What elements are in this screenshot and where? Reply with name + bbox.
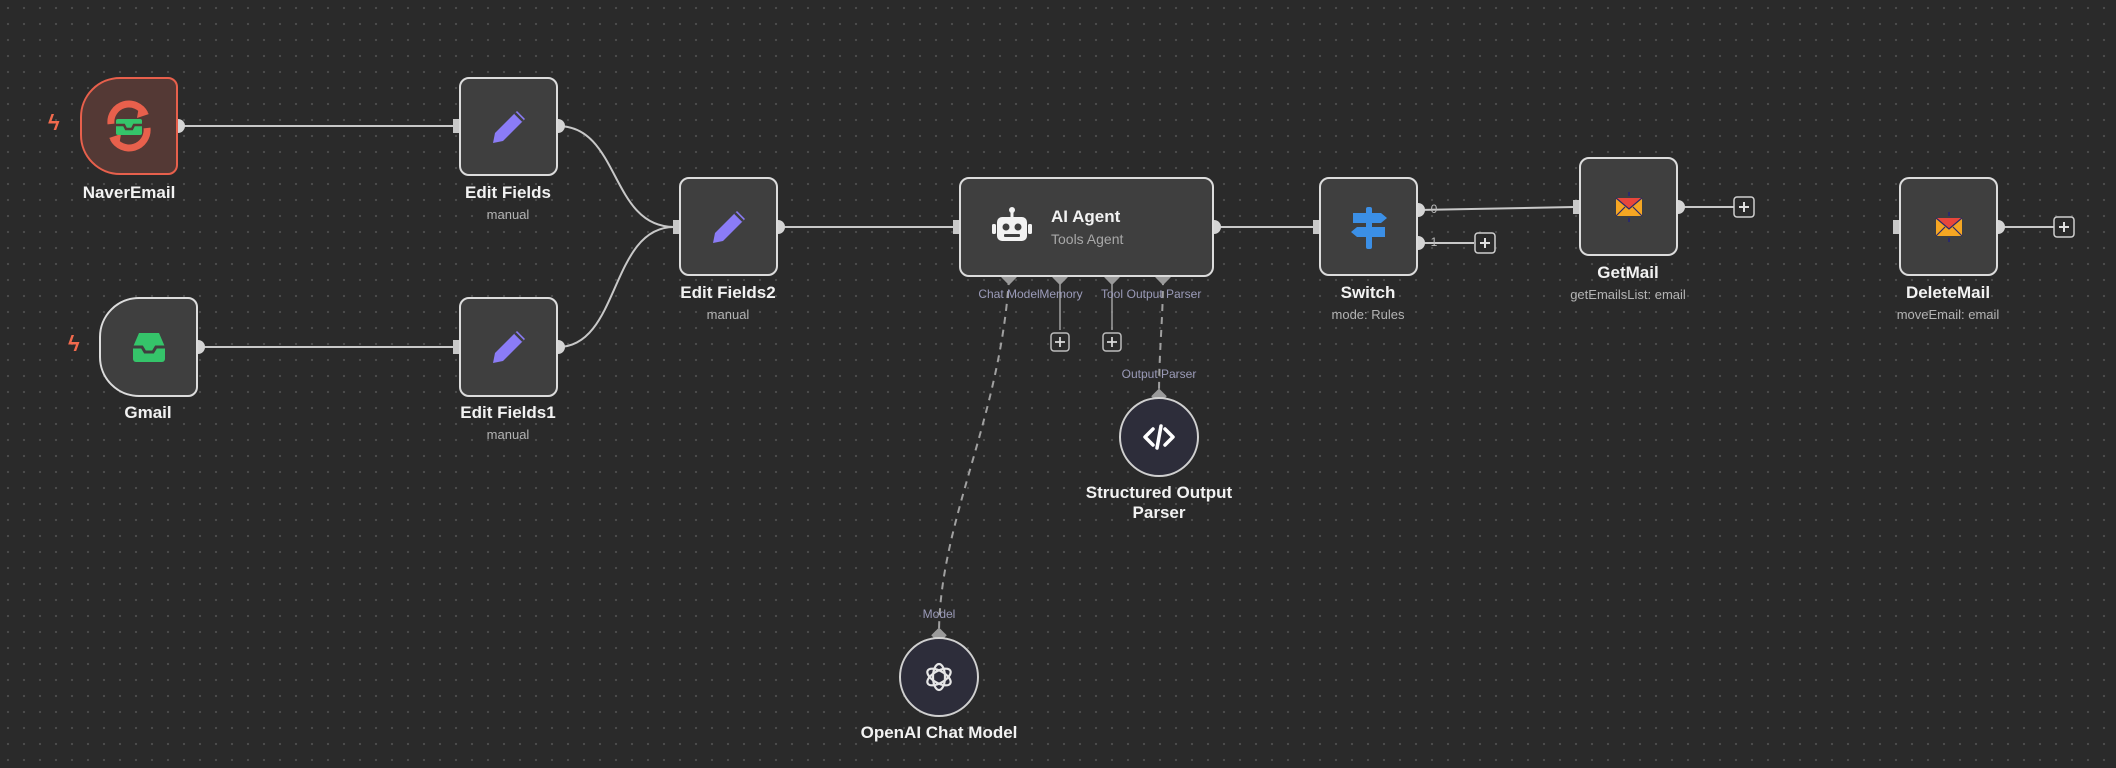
node-edit-fields1[interactable]: [459, 297, 558, 397]
email-sync-icon: [107, 100, 151, 152]
edge-editfields1-editfields2[interactable]: [557, 226, 675, 348]
add-node-button-getmail[interactable]: [1733, 196, 1755, 218]
node-delete-mail-title: DeleteMail: [1905, 283, 1991, 302]
node-edit-fields2-subtitle: manual: [706, 307, 750, 322]
node-gmail[interactable]: [99, 297, 198, 397]
pencil-icon: [492, 110, 525, 143]
node-edit-fields-subtitle: manual: [486, 207, 530, 222]
node-gmail-title: Gmail: [124, 403, 172, 422]
openai-icon: [926, 662, 952, 692]
switch-output-1-label: 1: [1430, 235, 1438, 249]
trigger-lightning-icon: ϟ: [48, 110, 60, 135]
port-output-parser-label: Output Parser: [1126, 287, 1202, 301]
port-tool-label: Tool: [1100, 287, 1124, 301]
node-get-mail-title: GetMail: [1597, 263, 1659, 282]
add-tool-button[interactable]: [1102, 332, 1122, 352]
pencil-icon: [712, 210, 745, 243]
port-chat-model-label: Chat Model: [978, 287, 1040, 301]
node-structured-output-parser[interactable]: [1119, 397, 1199, 477]
node-naver-email[interactable]: [80, 77, 178, 175]
inbox-icon: [132, 333, 165, 362]
node-ai-agent-title: AI Agent: [1051, 207, 1121, 226]
node-delete-mail-subtitle: moveEmail: email: [1896, 307, 2000, 322]
node-structured-output-parser-title: Structured Output Parser: [1085, 483, 1233, 522]
pencil-icon: [492, 331, 525, 363]
node-edit-fields1-subtitle: manual: [486, 427, 530, 442]
node-edit-fields-title: Edit Fields: [465, 183, 551, 202]
port-memory-label: Memory: [1039, 287, 1083, 301]
node-edit-fields2-title: Edit Fields2: [680, 283, 776, 302]
node-get-mail[interactable]: [1579, 157, 1678, 256]
node-ai-agent[interactable]: AI Agent Tools Agent: [959, 177, 1214, 277]
robot-icon: [992, 207, 1032, 241]
add-node-button-deletemail[interactable]: [2053, 216, 2075, 238]
add-node-button-switch-1[interactable]: [1474, 232, 1496, 254]
add-memory-button[interactable]: [1050, 332, 1070, 352]
edge-switch-getmail[interactable]: [1417, 206, 1575, 211]
model-input-label: Model: [922, 607, 956, 621]
parser-input-label: Output Parser: [1121, 367, 1197, 381]
envelope-icon: [1615, 191, 1642, 222]
code-icon: [1143, 424, 1175, 450]
node-delete-mail[interactable]: [1899, 177, 1998, 276]
node-switch-title: Switch: [1340, 283, 1396, 302]
edge-editfields-editfields2[interactable]: [557, 125, 675, 228]
node-openai-chat-model[interactable]: [899, 637, 979, 717]
node-switch-subtitle: mode: Rules: [1331, 307, 1405, 322]
edge-agent-model[interactable]: [938, 277, 1010, 633]
node-naver-email-title: NaverEmail: [82, 183, 176, 202]
envelope-icon: [1935, 211, 1962, 242]
trigger-lightning-icon: ϟ: [68, 331, 80, 356]
switch-output-0-label: 0: [1430, 202, 1438, 216]
node-ai-agent-subtitle: Tools Agent: [1051, 231, 1124, 247]
node-get-mail-subtitle: getEmailsList: email: [1570, 287, 1686, 302]
node-edit-fields2[interactable]: [679, 177, 778, 276]
edge-agent-parser[interactable]: [1158, 277, 1164, 397]
node-edit-fields1-title: Edit Fields1: [460, 403, 556, 422]
node-switch[interactable]: [1319, 177, 1418, 276]
signpost-icon: [1350, 206, 1387, 249]
node-edit-fields[interactable]: [459, 77, 558, 176]
node-openai-chat-model-title: OpenAI Chat Model: [860, 723, 1018, 742]
